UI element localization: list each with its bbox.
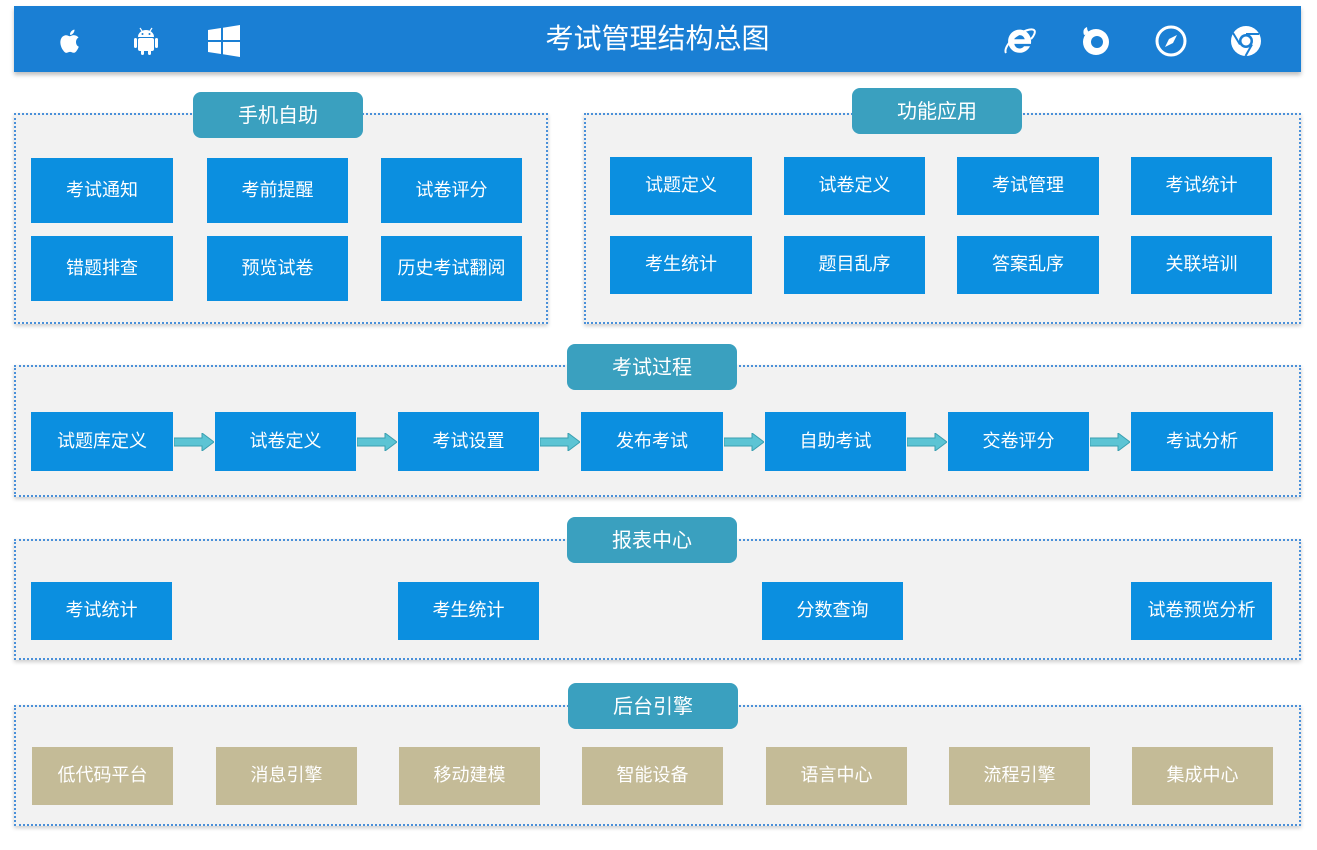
flow-arrow-icon xyxy=(540,433,580,451)
function-item[interactable]: 试卷定义 xyxy=(784,157,925,215)
function-item[interactable]: 考生统计 xyxy=(610,236,752,294)
chrome-icon xyxy=(1231,26,1261,57)
function-item[interactable]: 答案乱序 xyxy=(957,236,1099,294)
function-item[interactable]: 考试统计 xyxy=(1131,157,1272,215)
engine-item[interactable]: 流程引擎 xyxy=(949,747,1090,805)
mobile-item[interactable]: 试卷评分 xyxy=(381,158,522,223)
process-step[interactable]: 考试分析 xyxy=(1131,412,1273,471)
process-step[interactable]: 自助考试 xyxy=(765,412,906,471)
mobile-item[interactable]: 预览试卷 xyxy=(207,236,348,301)
apple-icon xyxy=(60,29,79,53)
flow-arrow-icon xyxy=(907,433,947,451)
ie-icon xyxy=(1004,28,1036,54)
engine-item[interactable]: 集成中心 xyxy=(1132,747,1273,805)
flow-arrow-icon xyxy=(1090,433,1130,451)
process-step[interactable]: 考试设置 xyxy=(398,412,539,471)
process-panel-title: 考试过程 xyxy=(567,344,737,390)
header-bar: 考试管理结构总图 xyxy=(14,6,1301,72)
function-item[interactable]: 题目乱序 xyxy=(784,236,925,294)
firefox-icon xyxy=(1083,27,1109,55)
mobile-item[interactable]: 考前提醒 xyxy=(207,158,348,223)
mobile-item[interactable]: 考试通知 xyxy=(31,158,173,223)
diagram-title: 考试管理结构总图 xyxy=(545,22,770,55)
function-item[interactable]: 关联培训 xyxy=(1131,236,1272,294)
process-step[interactable]: 发布考试 xyxy=(581,412,723,471)
flow-arrow-icon xyxy=(724,433,764,451)
engine-item[interactable]: 低代码平台 xyxy=(32,747,173,805)
function-item[interactable]: 试题定义 xyxy=(610,157,752,215)
process-step[interactable]: 交卷评分 xyxy=(948,412,1089,471)
engine-item[interactable]: 语言中心 xyxy=(766,747,907,805)
flow-arrow-icon xyxy=(357,433,397,451)
report-item[interactable]: 考生统计 xyxy=(398,582,539,640)
function-item[interactable]: 考试管理 xyxy=(957,157,1099,215)
mobile-item[interactable]: 错题排查 xyxy=(31,236,173,301)
report-item[interactable]: 考试统计 xyxy=(31,582,172,640)
process-step[interactable]: 试题库定义 xyxy=(31,412,173,471)
windows-icon xyxy=(208,25,240,57)
flow-arrow-icon xyxy=(174,433,214,451)
safari-icon xyxy=(1155,25,1187,57)
android-icon xyxy=(134,27,158,55)
engine-item[interactable]: 智能设备 xyxy=(582,747,723,805)
process-step[interactable]: 试卷定义 xyxy=(215,412,356,471)
engine-item[interactable]: 移动建模 xyxy=(399,747,540,805)
function-panel-title: 功能应用 xyxy=(852,88,1022,134)
report-panel-title: 报表中心 xyxy=(567,517,737,563)
engine-item[interactable]: 消息引擎 xyxy=(216,747,357,805)
engine-panel-title: 后台引擎 xyxy=(568,683,738,729)
mobile-panel-title: 手机自助 xyxy=(193,92,363,138)
report-item[interactable]: 分数查询 xyxy=(762,582,903,640)
mobile-item[interactable]: 历史考试翻阅 xyxy=(381,236,522,301)
report-item[interactable]: 试卷预览分析 xyxy=(1131,582,1272,640)
